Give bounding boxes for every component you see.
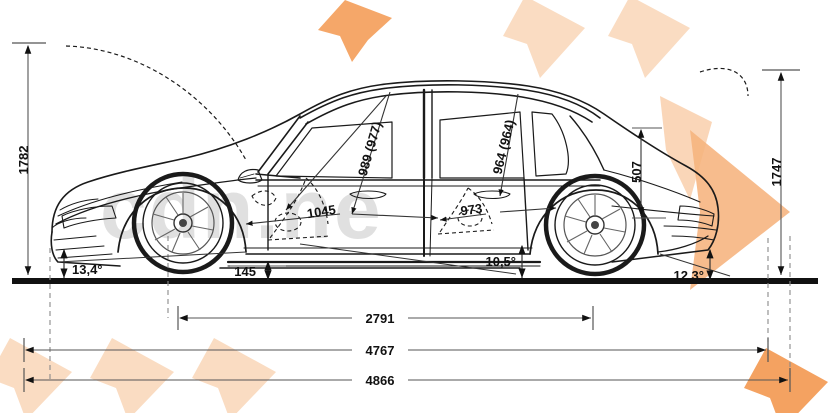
dimension-front-legroom: 1045 [245,202,439,226]
watermark-text: cdn.ne [100,162,383,256]
chevron-icon [0,338,72,413]
rear-wheel [543,173,647,277]
chevron-icon [192,338,276,413]
dimension-label-body-length: 4767 [366,343,395,358]
dimension-label-rear-legroom: 973 [460,201,484,219]
dimension-trunk-opening: 507 [629,127,666,219]
dimension-label-trunk-opening: 507 [629,161,644,183]
angle-label-departure: 12,3° [673,268,704,283]
angle-departure: 12,3° [659,248,731,283]
angle-label-ramp: 10,5° [485,254,516,269]
dimension-label-front-legroom: 1045 [306,202,337,221]
chevron-icon [503,0,585,78]
dimension-ground-clearance: 145 [230,260,286,280]
angle-label-approach: 13,4° [72,262,103,277]
dimension-label-height-rear: 1747 [769,158,784,187]
reference-lines [49,236,791,380]
ground-line [12,278,818,284]
dimension-label-wheelbase: 2791 [366,311,395,326]
dimension-wheelbase: 2791 [177,306,594,330]
chevron-icon [608,0,690,78]
dimension-overall-length: 4866 [23,368,791,392]
dimension-label-overall-length: 4866 [366,373,395,388]
angle-ramp: 10,5° [299,243,526,278]
chevron-icon [318,0,392,62]
dimension-height-front: 1782 [12,42,46,275]
dimension-rear-legroom: 973 [439,201,557,222]
chevron-icon [90,338,174,413]
dimension-label-height-front: 1782 [16,146,31,175]
angle-approach: 13,4° [57,248,247,278]
dimension-body-length: 4767 [23,338,769,362]
front-wheel [131,171,235,275]
chevron-icon [660,96,712,200]
interior-reference-geometry [65,45,749,241]
dimension-label-ground-clearance: 145 [234,264,256,279]
dimension-height-rear: 1747 [762,69,800,275]
chevron-icon [690,130,790,290]
